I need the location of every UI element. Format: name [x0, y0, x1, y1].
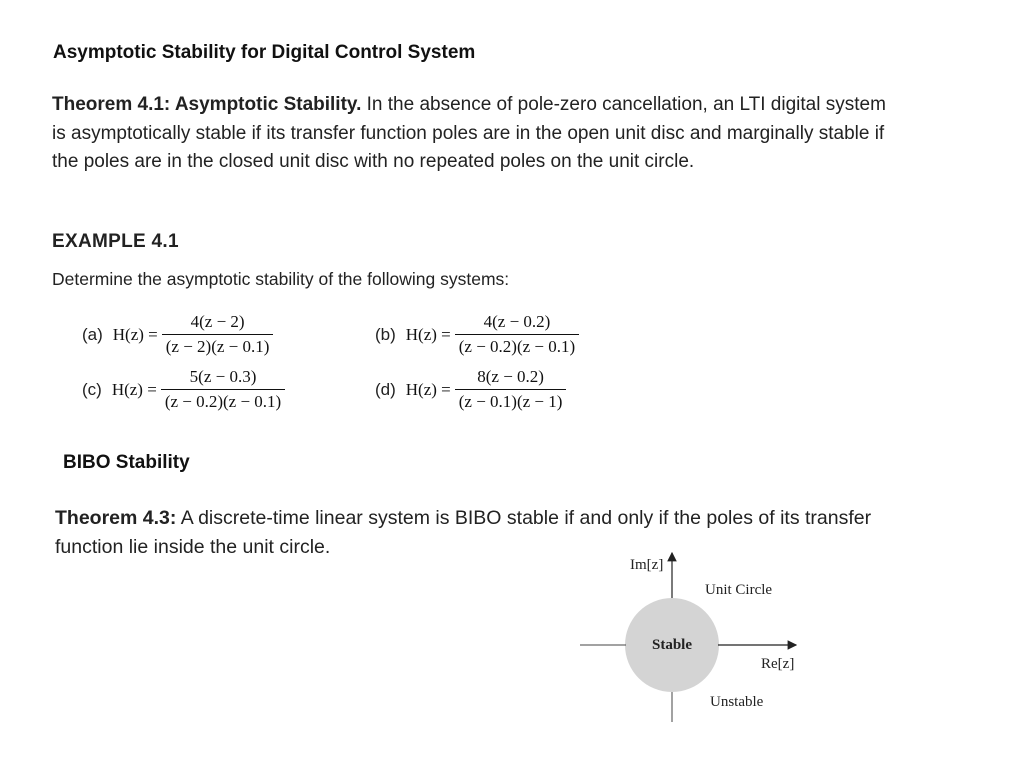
numerator: 4(z − 2) — [190, 312, 245, 331]
denominator: (z − 2)(z − 0.1) — [161, 334, 274, 357]
unstable-label: Unstable — [710, 694, 764, 710]
system-c: (c) H(z) = 5(z − 0.3) (z − 0.2)(z − 0.1) — [82, 367, 286, 412]
unit-circle-diagram: Im[z] Unit Circle Stable Re[z] Unstable — [580, 551, 798, 722]
theorem-4-1-label: Theorem 4.1: Asymptotic Stability. — [52, 94, 362, 115]
bibo-heading: BIBO Stability — [63, 452, 190, 473]
denominator: (z − 0.2)(z − 0.1) — [454, 334, 580, 357]
system-tag: (c) — [82, 379, 102, 399]
numerator: 8(z − 0.2) — [477, 367, 544, 386]
re-axis-label: Re[z] — [761, 656, 794, 672]
example-prompt: Determine the asymptotic stability of th… — [52, 269, 510, 289]
theorem-4-3-label: Theorem 4.3: — [55, 507, 177, 529]
system-fraction: 4(z − 0.2) (z − 0.2)(z − 0.1) — [454, 312, 580, 357]
numerator: 5(z − 0.3) — [189, 367, 257, 386]
system-lhs: H(z) = — [405, 324, 451, 344]
numerator: 4(z − 0.2) — [483, 312, 551, 331]
system-lhs: H(z) = — [112, 324, 158, 344]
theorem-4-1: Theorem 4.1: Asymptotic Stability. In th… — [52, 91, 892, 177]
system-fraction: 8(z − 0.2) (z − 0.1)(z − 1) — [454, 367, 567, 412]
denominator: (z − 0.2)(z − 0.1) — [160, 389, 286, 412]
system-tag: (a) — [82, 324, 103, 344]
system-b: (b) H(z) = 4(z − 0.2) (z − 0.2)(z − 0.1) — [375, 312, 580, 357]
system-lhs: H(z) = — [405, 379, 451, 399]
denominator: (z − 0.1)(z − 1) — [454, 389, 567, 412]
theorem-4-3-text: A discrete-time linear system is BIBO st… — [55, 507, 872, 558]
example-heading: EXAMPLE 4.1 — [52, 231, 179, 252]
stable-region-disc — [625, 598, 719, 692]
unit-circle-label: Unit Circle — [705, 582, 772, 598]
stable-label: Stable — [652, 637, 692, 653]
system-lhs: H(z) = — [111, 379, 157, 399]
page-title: Asymptotic Stability for Digital Control… — [53, 42, 476, 63]
system-tag: (b) — [375, 324, 396, 344]
system-fraction: 4(z − 2) (z − 2)(z − 0.1) — [161, 312, 274, 357]
system-tag: (d) — [375, 379, 396, 399]
system-d: (d) H(z) = 8(z − 0.2) (z − 0.1)(z − 1) — [375, 367, 567, 412]
theorem-4-1-text: In the absence of pole-zero cancellation… — [52, 94, 886, 172]
theorem-4-3: Theorem 4.3: A discrete-time linear syst… — [55, 504, 905, 562]
system-fraction: 5(z − 0.3) (z − 0.2)(z − 0.1) — [160, 367, 286, 412]
im-axis-label: Im[z] — [630, 557, 663, 573]
system-a: (a) H(z) = 4(z − 2) (z − 2)(z − 0.1) — [82, 312, 274, 357]
